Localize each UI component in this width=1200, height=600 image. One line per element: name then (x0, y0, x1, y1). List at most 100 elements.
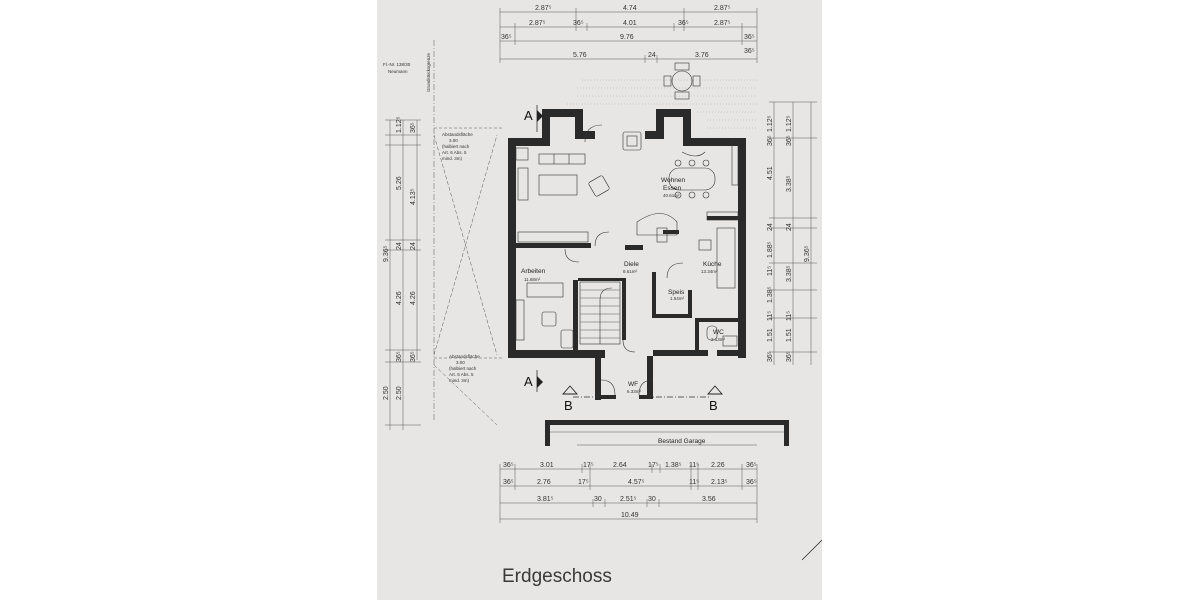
right-dim-inner-3: 4.51 (767, 166, 774, 180)
left-dim-mid-4: 4.26 (396, 291, 403, 305)
bottom-dim-16: 36⁵ (746, 479, 757, 486)
section-b-left-label: B (564, 398, 573, 413)
bottom-dim-13: 4.57⁵ (628, 479, 645, 486)
bottom-dim-6: 1.38⁵ (665, 462, 682, 469)
bottom-dim-7: 11⁵ (689, 462, 699, 469)
top-dim-6: 4.01 (623, 20, 637, 27)
room-wc-area: 2.13m² (711, 337, 726, 342)
top-dim-8: 2.87⁵ (714, 20, 731, 27)
room-diele-name: Diele (624, 261, 639, 268)
right-dim-mid-1: 36⁵ (786, 135, 793, 146)
chimney-stove (515, 147, 529, 161)
distance-note-top-line1: (halbiert nach (442, 144, 470, 149)
top-dim-12: 5.76 (573, 52, 587, 59)
bottom-dim-19: 2.51⁵ (620, 496, 637, 503)
room-speis-name: Speis (668, 289, 685, 296)
left-dim-inner-4: 4.26 (410, 291, 417, 305)
bottom-dim-21: 3.56 (702, 496, 716, 503)
distance-note-top: Abstandsfläche 3.00 (halbiert nach Art. … (442, 132, 473, 161)
section-marker-a-bottom: A (524, 370, 543, 392)
coffee-table (538, 174, 578, 196)
bottom-dim-8: 2.26 (711, 462, 725, 469)
right-dim-inner-4: 24 (767, 223, 774, 231)
top-dim-11: 36⁵ (744, 34, 755, 41)
kitchen-counter (636, 211, 739, 289)
top-dim-2: 4.74 (623, 5, 637, 12)
wc-fixtures (706, 325, 738, 347)
top-dim-7: 36⁵ (678, 20, 689, 27)
left-dim-inner-5: 36⁵ (410, 351, 417, 362)
dining-table (668, 159, 716, 199)
bottom-dim-12: 17⁵ (578, 479, 589, 486)
floor-plan-sheet: 2.87⁵ 4.74 2.87⁵ 2.87⁵ 36⁵ 4.01 36⁵ 2.87… (377, 0, 822, 600)
staircase (579, 281, 621, 345)
room-speis-area: 1.54m² (670, 296, 685, 301)
bottom-dim-4: 2.64 (613, 462, 627, 469)
parcel-owner: Neumann (388, 69, 408, 74)
right-dim-mid-6: 11⁵ (786, 311, 793, 321)
garage-label: Bestand Garage (658, 438, 706, 445)
right-dim-inner-7: 1.38⁵ (767, 286, 774, 303)
left-dim-outer-1: 9.36⁵ (383, 245, 390, 262)
left-dim-inner-1: 36⁵ (410, 122, 417, 133)
right-dim-mid-8: 36⁵ (786, 351, 793, 362)
left-dim-mid-3: 24 (396, 242, 403, 250)
sofa (517, 153, 586, 201)
doors (564, 124, 706, 396)
bottom-dim-5: 17⁵ (648, 462, 659, 469)
room-arbeiten-name: Arbeiten (521, 268, 546, 275)
room-wohnen-name: Wohnen (661, 177, 685, 184)
top-dim-9: 36⁵ (501, 34, 512, 41)
floor-plan-drawing: 2.87⁵ 4.74 2.87⁵ 2.87⁵ 36⁵ 4.01 36⁵ 2.87… (383, 5, 822, 587)
room-wc-name: WC (713, 329, 724, 336)
right-dim-mid-3: 3.38⁵ (786, 175, 793, 192)
right-dim-inner-8: 11⁵ (767, 311, 774, 321)
left-dim-mid-6: 2.50 (396, 386, 403, 400)
parcel-number: Fl.-Nr. 138/30 (383, 62, 411, 67)
section-marker-b-left: B (562, 385, 578, 413)
top-dim-13: 24 (648, 52, 656, 59)
right-dim-inner-10: 36⁵ (767, 351, 774, 362)
building-walls (508, 109, 746, 400)
right-dim-inner-6: 11⁵ (767, 266, 774, 276)
top-dimension-chains: 2.87⁵ 4.74 2.87⁵ 2.87⁵ 36⁵ 4.01 36⁵ 2.87… (499, 5, 758, 63)
corner-mark (801, 539, 822, 561)
bottom-dim-9: 36⁵ (746, 462, 757, 469)
right-dim-inner-9: 1.51 (767, 328, 774, 342)
bottom-dim-3: 17⁵ (583, 462, 594, 469)
setback-areas (433, 127, 502, 426)
left-dim-mid-5: 36⁵ (396, 351, 403, 362)
section-marker-a-top: A (524, 105, 543, 132)
bottom-dim-20: 30 (648, 496, 656, 503)
distance-note-top-line3: mind. 3m) (442, 156, 463, 161)
distance-note-top-line2: Art. 6 Abs. 5 (442, 150, 467, 155)
right-dimension-chains: 1.12⁵ 36⁵ 4.51 24 1.88⁵ 11⁵ 1.38⁵ 11⁵ 1.… (767, 101, 817, 365)
distance-note-bottom: Abstandsfläche 3.00 (halbiert nach Art. … (449, 354, 480, 383)
room-kueche-name: Küche (703, 261, 722, 268)
room-wf-area: 6.33m² (627, 389, 642, 394)
desk (515, 282, 574, 349)
top-dim-4: 2.87⁵ (529, 20, 546, 27)
distance-note-bottom-title: Abstandsfläche (449, 354, 480, 359)
top-dim-1: 2.87⁵ (535, 5, 552, 12)
distance-note-top-value: 3.00 (449, 138, 458, 143)
bottom-dim-15: 2.13⁵ (711, 479, 728, 486)
top-dim-15: 36⁵ (744, 48, 755, 55)
right-dim-mid-4: 24 (786, 223, 793, 231)
outdoor-table (663, 62, 701, 100)
plan-title: Erdgeschoss (502, 566, 612, 587)
distance-note-bottom-line2: Art. 6 Abs. 5 (449, 372, 474, 377)
living-cabinet (517, 139, 739, 243)
section-a-top-label: A (524, 108, 533, 123)
top-dim-14: 3.76 (695, 52, 709, 59)
left-dim-mid-2: 5.26 (396, 176, 403, 190)
room-arbeiten-area: 11.68m² (524, 277, 541, 282)
distance-note-bottom-line3: mind. 3m) (449, 378, 470, 383)
left-dim-outer-2: 2.50 (383, 386, 390, 400)
room-essen-name: Essen (663, 185, 681, 192)
bottom-dim-11: 2.76 (537, 479, 551, 486)
top-dim-10: 9.76 (620, 34, 634, 41)
room-wf-name: WF (628, 381, 638, 388)
right-dim-inner-5: 1.88⁵ (767, 241, 774, 258)
room-wohnen-area: 40.61m² (663, 193, 680, 198)
